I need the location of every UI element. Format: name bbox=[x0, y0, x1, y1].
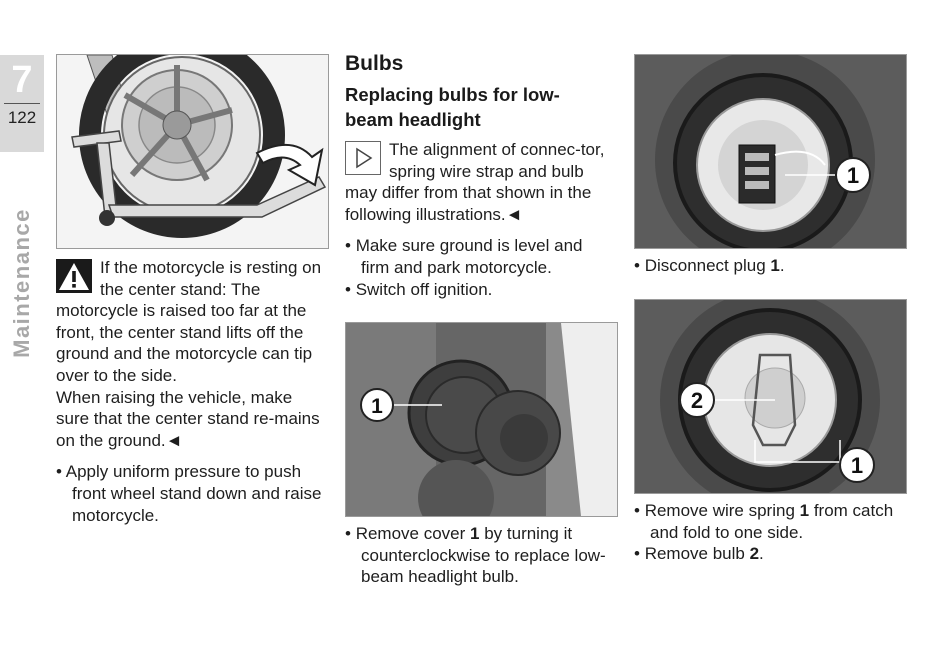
callout-1: 1 bbox=[851, 453, 863, 478]
callout-1: 1 bbox=[371, 395, 383, 418]
page-number: 122 bbox=[7, 108, 37, 127]
section-heading: Bulbs bbox=[345, 52, 404, 75]
note-play-icon bbox=[345, 141, 381, 175]
list-item: • Remove cover 1 by turning it countercl… bbox=[345, 524, 606, 587]
warning-triangle-icon bbox=[56, 259, 92, 293]
warning-text: If the motorcycle is resting on the cent… bbox=[56, 258, 322, 385]
list-item: • Remove wire spring 1 from catch and fo… bbox=[634, 501, 894, 542]
connector-plug-figure: 1 bbox=[634, 54, 907, 249]
section-label: Maintenance bbox=[9, 207, 34, 358]
headlight-cover-figure: 1 bbox=[345, 322, 618, 517]
callout-2: 2 bbox=[691, 388, 703, 413]
list-item: • Switch off ignition. bbox=[345, 279, 493, 299]
list-item: • Remove bulb 2. bbox=[634, 544, 764, 564]
list-item: • Apply uniform pressure to push front w… bbox=[56, 462, 322, 525]
note-text: The alignment of connec-tor, spring wire… bbox=[345, 140, 605, 224]
chapter-number: 7 bbox=[11, 59, 33, 101]
callout-1: 1 bbox=[847, 163, 859, 188]
chapter-divider bbox=[4, 103, 40, 104]
bulb-instructions: • Remove wire spring 1 from catch and fo… bbox=[634, 500, 904, 565]
plug-instruction: • Disconnect plug 1. bbox=[634, 255, 904, 277]
wire-spring-bulb-figure: 2 1 bbox=[634, 299, 907, 494]
front-wheel-stand-figure bbox=[56, 54, 329, 249]
note-block: The alignment of connec-tor, spring wire… bbox=[345, 139, 610, 300]
warning-text-2: When raising the vehicle, make sure that… bbox=[56, 387, 320, 450]
warning-block: If the motorcycle is resting on the cent… bbox=[56, 257, 329, 526]
cover-instruction: • Remove cover 1 by turning it countercl… bbox=[345, 523, 610, 588]
list-item: • Make sure ground is level and firm and… bbox=[345, 236, 583, 277]
subheading: Replacing bulbs for low-beam headlight bbox=[345, 84, 560, 130]
list-item: • Disconnect plug 1. bbox=[634, 256, 785, 275]
